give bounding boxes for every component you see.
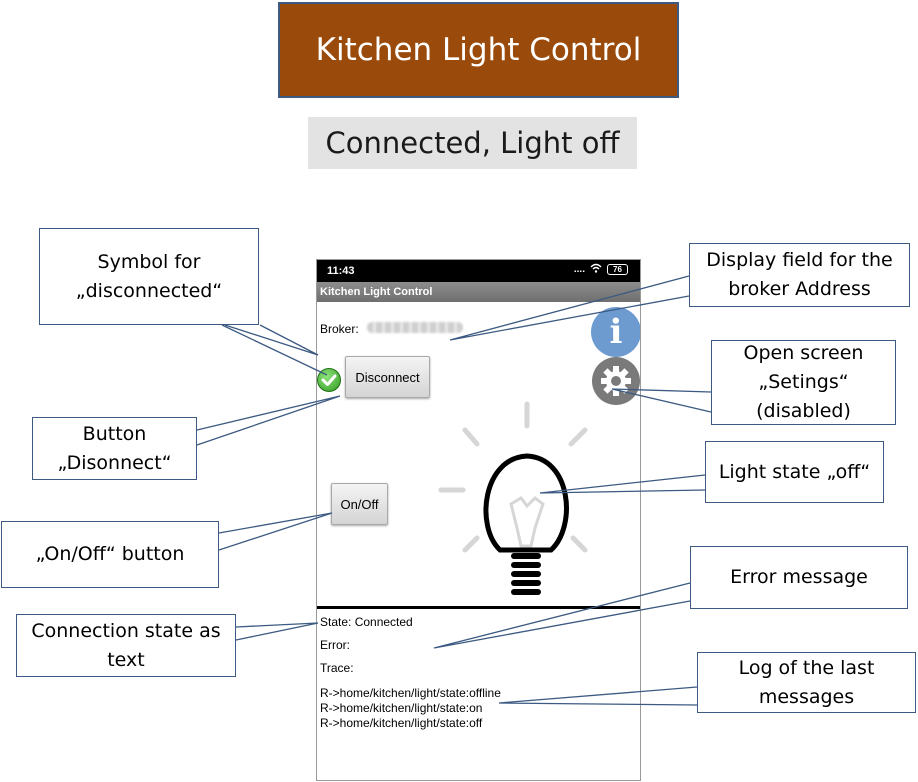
callout-onoff-button: „On/Off“ button [1,521,219,588]
broker-label: Broker: [320,322,359,336]
callout-settings-screen: Open screen „Setings“ (disabled) [711,340,896,425]
battery-icon: 76 [607,264,628,275]
callout-disconnect-button: Button „Disonnect“ [32,417,197,480]
log-line: R->home/kitchen/light/state:off [320,716,483,730]
error-text: Error: [320,638,350,652]
state-text: State: Connected [320,615,413,629]
callout-light-state: Light state „off“ [705,441,884,503]
disconnect-button[interactable]: Disconnect [345,356,430,398]
page-title: Kitchen Light Control [278,2,679,98]
lightbulb-icon [435,398,595,608]
callout-connection-state: Connection state as text [16,614,236,677]
status-icons: .... 76 [574,263,628,276]
signal-icon: .... [573,264,585,275]
gear-icon[interactable] [591,356,640,406]
divider [317,606,640,609]
status-time: 11:43 [327,265,355,277]
app-title-bar: Kitchen Light Control [317,282,640,302]
log-line: R->home/kitchen/light/state:on [320,701,483,715]
broker-address-field [367,322,463,333]
phone-screenshot: 11:43 .... 76 Kitchen Light Control Brok… [316,259,641,781]
onoff-button[interactable]: On/Off [331,483,388,525]
check-icon [317,368,341,392]
status-caption: Connected, Light off [308,117,637,169]
wifi-icon [590,263,602,276]
status-bar: 11:43 .... 76 [317,260,640,282]
callout-disconnected-symbol: Symbol for „disconnected“ [39,228,259,325]
info-icon[interactable]: i [591,307,640,357]
callout-error-message: Error message [690,546,908,609]
trace-label: Trace: [320,661,354,675]
callout-message-log: Log of the last messages [697,652,916,713]
log-line: R->home/kitchen/light/state:offline [320,686,501,700]
callout-broker-display: Display field for the broker Address [689,243,910,307]
